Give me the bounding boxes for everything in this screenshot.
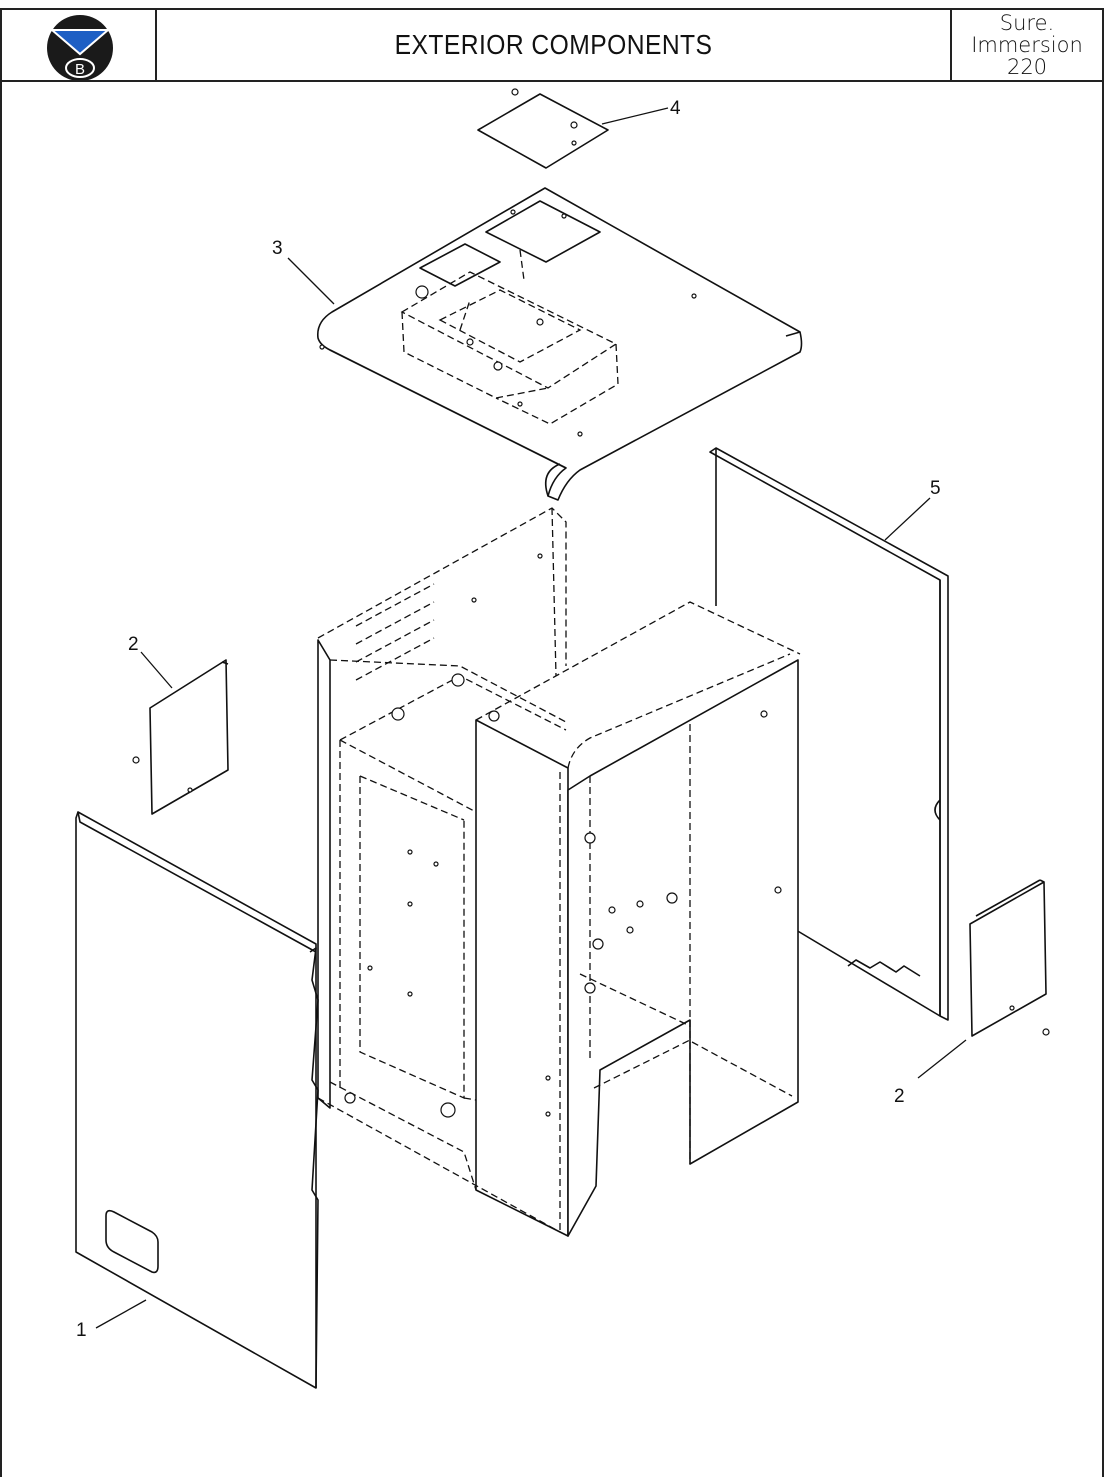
logo-letter: B xyxy=(75,61,85,78)
title-block: B EXTERIOR COMPONENTS Sure. Immersion 22… xyxy=(0,8,1104,82)
logo-cell: B xyxy=(2,10,157,81)
leader-3 xyxy=(287,257,335,305)
callout-2b: 2 xyxy=(894,1086,905,1107)
leader-5 xyxy=(884,497,931,541)
part-4-top-plate xyxy=(477,88,609,169)
title-cell: EXTERIOR COMPONENTS xyxy=(157,10,952,80)
part-1-front-panel xyxy=(75,811,319,1389)
model-line-2: Immersion xyxy=(971,33,1083,57)
louver-slots xyxy=(355,583,435,681)
drawing-sheet xyxy=(0,8,1104,1477)
part-2-right-cover xyxy=(969,879,1050,1037)
logo-chevron xyxy=(49,29,111,56)
leader-4 xyxy=(601,107,669,125)
leader-1 xyxy=(95,1299,147,1329)
part-2-left-cover xyxy=(132,659,229,815)
callout-2a: 2 xyxy=(128,634,139,655)
callout-1: 1 xyxy=(76,1320,87,1341)
callout-4: 4 xyxy=(670,98,681,119)
part-5-right-panel xyxy=(709,447,949,1021)
exploded-view-diagram: 4 3 5 xyxy=(75,88,1050,1389)
brand-logo-icon: B xyxy=(47,15,113,81)
callout-3: 3 xyxy=(272,238,283,259)
model-line-3: 220 xyxy=(1006,55,1048,79)
cabinet-frame xyxy=(317,507,801,1237)
callout-5: 5 xyxy=(930,478,941,499)
leader-2b xyxy=(917,1039,967,1079)
part-3-top-cover xyxy=(316,187,803,501)
page-title: EXTERIOR COMPONENTS xyxy=(394,29,713,60)
leader-2a xyxy=(140,651,173,689)
model-line-1: Sure. xyxy=(999,11,1055,35)
model-name: Sure. Immersion 220 xyxy=(952,10,1102,80)
